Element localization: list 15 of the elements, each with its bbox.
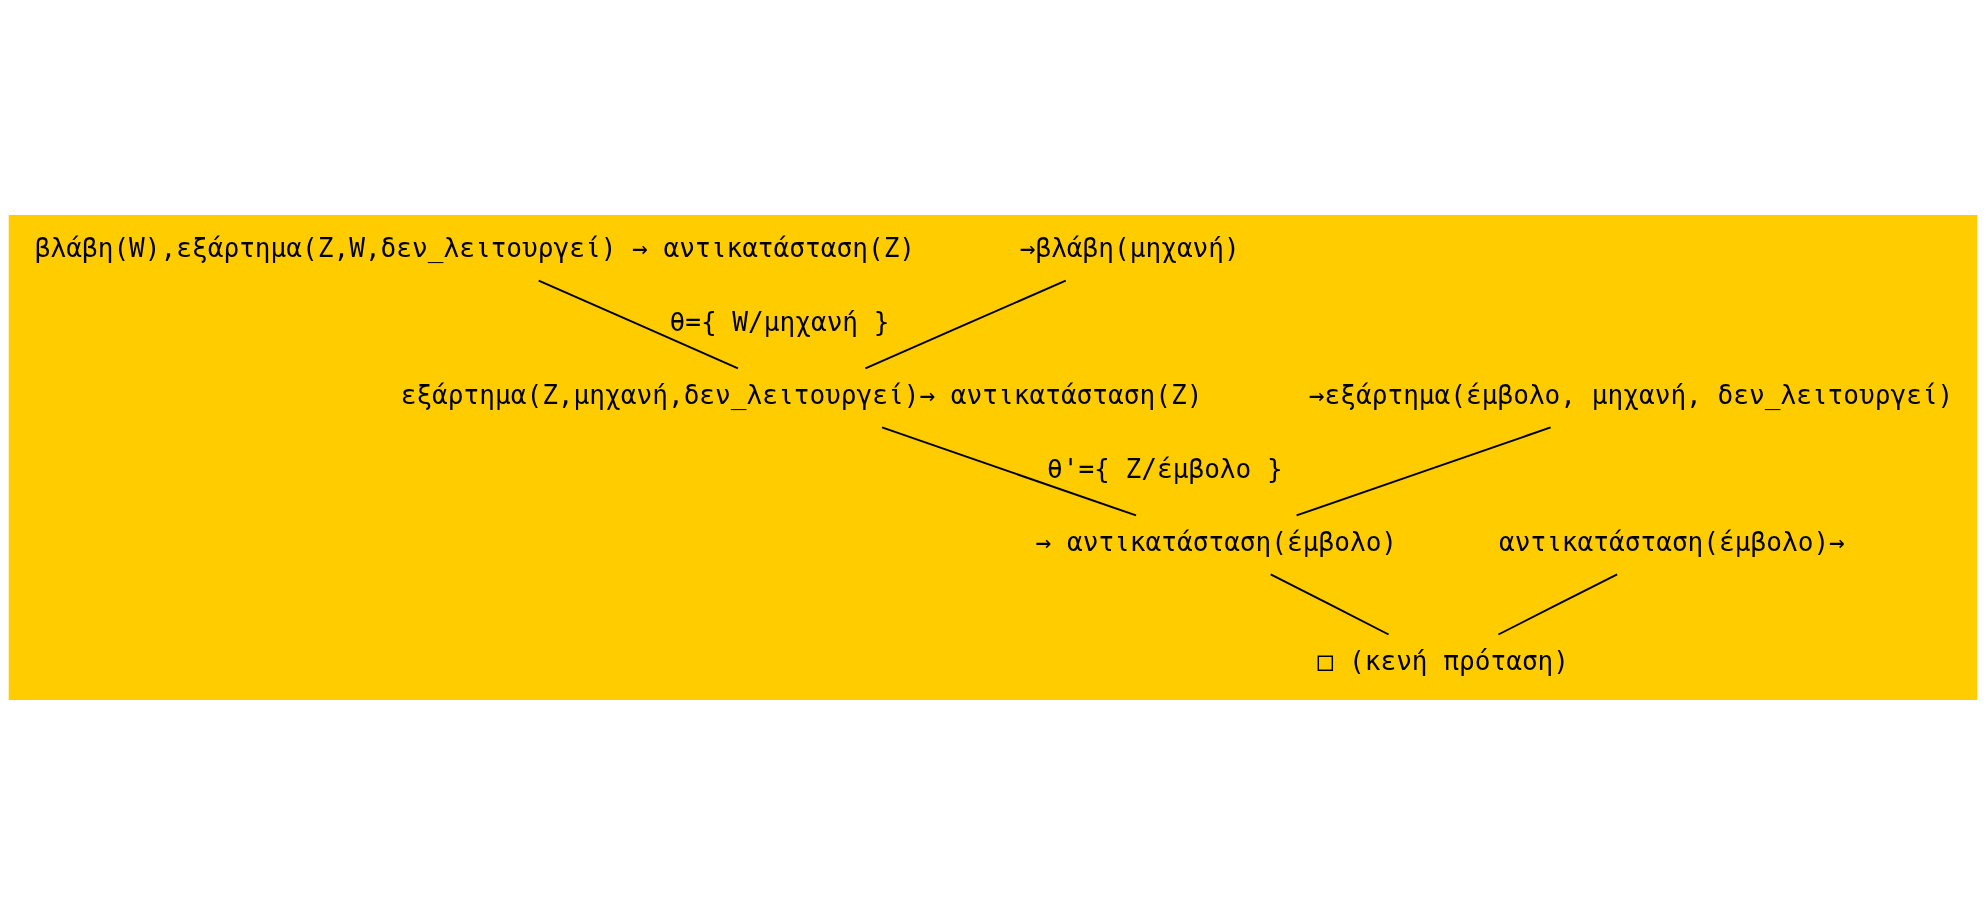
connector (1295, 426, 1552, 517)
connector (1497, 573, 1619, 636)
node-text: εξάρτημα(Z,μηχανή,δεν_λειτουργεί)→ αντικατάσταση(Z) (400, 380, 1203, 411)
node-text: →εξάρτημα(έμβολο, μηχανή, δεν_λειτουργεί) (1308, 380, 1954, 411)
connector (864, 279, 1067, 370)
connector (1269, 573, 1390, 636)
node-text: → αντικατάσταση(έμβολο) (1035, 527, 1398, 558)
edge-label: θ={ W/μηχανή } (669, 306, 890, 337)
node-text: βλάβη(W),εξάρτημα(Z,W,δεν_λειτουργεί) → αντικατάσταση(Z) (34, 233, 916, 264)
connector (537, 279, 739, 370)
node-text: αντικατάσταση(έμβολο)→ (1499, 527, 1845, 558)
connector (881, 426, 1138, 517)
node-text: □ (κενή πρόταση) (1317, 646, 1570, 677)
node-text: →βλάβη(μηχανή) (1019, 233, 1240, 264)
edge-label: θ'={ Z/έμβολο } (1046, 453, 1283, 484)
